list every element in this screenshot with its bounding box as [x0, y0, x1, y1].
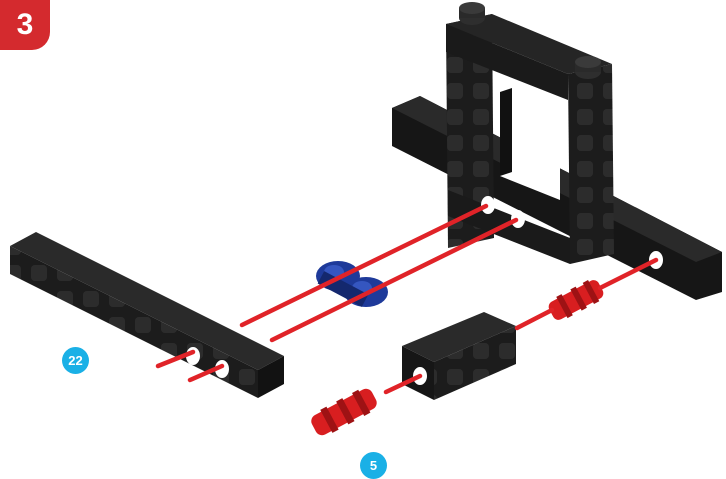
part-count-badge-beam: 22	[62, 347, 89, 374]
red-pin-front-icon	[308, 385, 380, 440]
part-count-badge-pin: 5	[360, 452, 387, 479]
long-beam-icon	[10, 232, 284, 398]
short-beam-icon	[402, 312, 516, 400]
step-number-badge: 3	[0, 0, 50, 50]
red-pin-back-icon	[546, 276, 607, 323]
